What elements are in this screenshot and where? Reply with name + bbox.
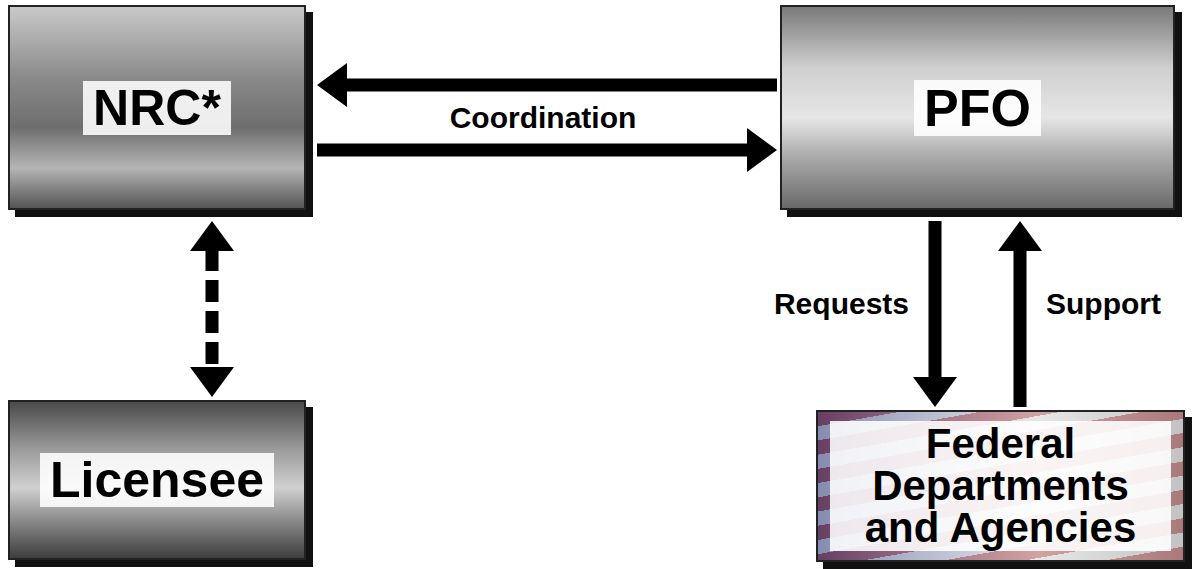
licensee-box: Licensee — [8, 400, 306, 560]
arrow-head — [998, 221, 1042, 251]
official-box: PFO — [780, 5, 1175, 210]
arrow-head — [747, 128, 777, 172]
arrow-shaft — [345, 79, 777, 92]
edge-label: Requests — [770, 286, 913, 322]
node-title: PFO — [914, 80, 1041, 136]
arrow-shaft — [929, 221, 942, 379]
arrow-head — [190, 367, 234, 397]
flow-arrow — [913, 221, 957, 407]
edge-label: Coordination — [446, 100, 641, 136]
arrow-head — [913, 377, 957, 407]
arrow-shaft — [317, 144, 749, 157]
federal-box: Federal Departments and Agencies — [816, 410, 1185, 562]
arrow-head — [190, 221, 234, 251]
flow-arrow — [998, 221, 1042, 407]
agency-box: NRC* — [8, 5, 306, 210]
node-title: Federal Departments and Agencies — [830, 421, 1171, 551]
edge-label: Support — [1042, 286, 1165, 322]
flow-arrow — [190, 221, 234, 397]
arrow-shaft — [206, 249, 219, 369]
node-title: NRC* — [83, 81, 231, 135]
arrow-head — [317, 63, 347, 107]
arrow-shaft — [1014, 249, 1027, 407]
node-title: Licensee — [40, 453, 274, 507]
